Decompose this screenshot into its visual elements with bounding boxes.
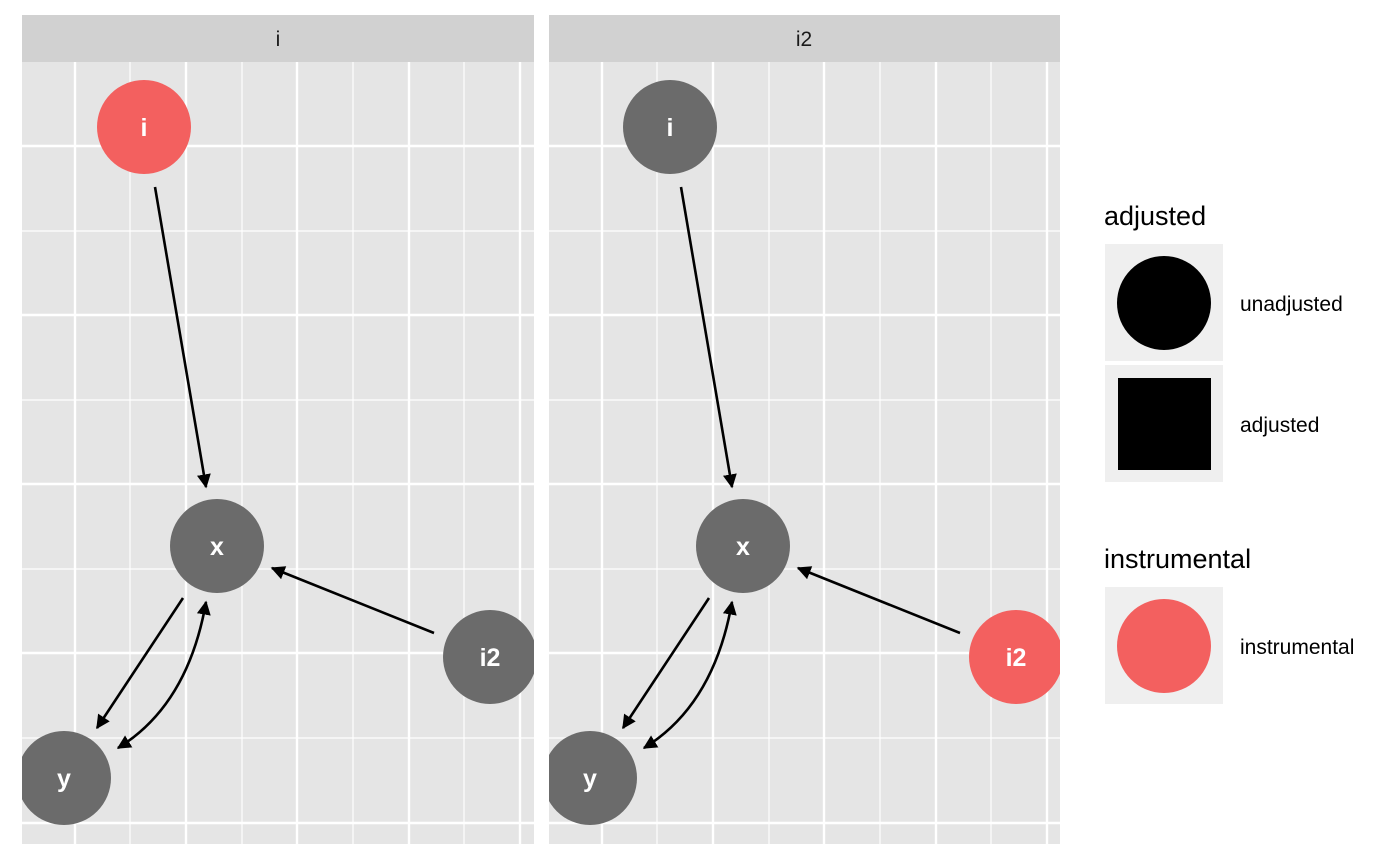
node-i2-label: i2 [1006,644,1027,672]
node-x-label: x [736,533,750,561]
edges [95,186,435,750]
edges [621,186,961,750]
edge-x-y-bidirected [116,600,211,750]
node-i-label: i [667,114,674,142]
node-i-label: i [141,114,148,142]
node-i2 [443,610,534,704]
node-y [22,731,111,825]
legend-instrumental-title: instrumental [1104,544,1251,574]
edge-x-y-bidirected [642,600,737,750]
node-i [623,80,717,174]
node-y-label: y [57,765,71,793]
strip-background [549,15,1060,62]
legend-adjusted-title: adjusted [1104,201,1206,231]
node-x [170,499,264,593]
legend-instrumental: instrumental instrumental [1104,544,1354,704]
legend-adjusted: adjusted unadjusted adjusted [1104,201,1343,482]
panel-background [549,62,1060,844]
legend: adjusted unadjusted adjusted instrumenta… [1104,201,1354,704]
legend-key-circle [1117,599,1211,693]
node-y [549,731,637,825]
strip-label: i [276,28,281,51]
edge-i-to-x [679,186,737,489]
grid-lines [549,62,1060,844]
nodes: i x i2 y [22,80,534,825]
node-i2 [969,610,1060,704]
legend-label-unadjusted: unadjusted [1240,293,1343,316]
nodes: i x i2 y [549,80,1060,825]
legend-label-instrumental: instrumental [1240,636,1354,659]
strip-label: i2 [796,28,812,51]
edge-i-to-x [153,186,211,489]
legend-label-adjusted: adjusted [1240,414,1319,437]
edge-i2-to-x [270,566,435,635]
node-i2-label: i2 [480,644,501,672]
node-x [696,499,790,593]
node-x-label: x [210,533,224,561]
strip-background [22,15,534,62]
facet-panel-i2: i2 i x i2 y [549,15,1060,844]
node-y-label: y [583,765,597,793]
facet-panel-i: i i x i2 y [22,15,534,844]
legend-key-square [1118,378,1211,470]
node-i [97,80,191,174]
edge-i2-to-x [796,566,961,635]
legend-key-circle [1117,256,1211,350]
